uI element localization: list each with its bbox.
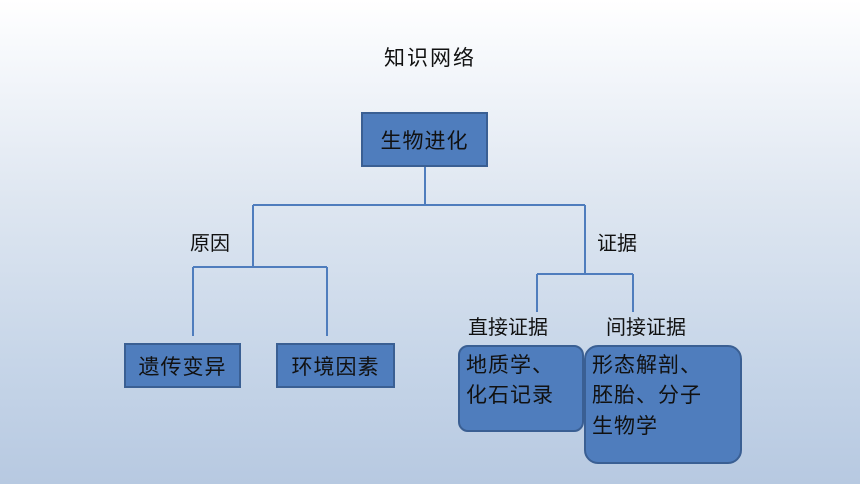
cause-node-environment: 环境因素	[276, 343, 395, 388]
indirect-evidence-label: 间接证据	[606, 315, 686, 339]
direct-evidence-node: 地质学、 化石记录	[458, 345, 584, 432]
cause-label: 原因	[190, 231, 230, 255]
evidence-label: 证据	[597, 231, 637, 255]
direct-evidence-label: 直接证据	[468, 315, 548, 339]
diagram-title: 知识网络	[384, 46, 476, 70]
cause-node-genetic-variation: 遗传变异	[124, 343, 241, 388]
indirect-evidence-node: 形态解剖、 胚胎、分子 生物学	[584, 345, 742, 464]
root-node: 生物进化	[361, 112, 488, 167]
